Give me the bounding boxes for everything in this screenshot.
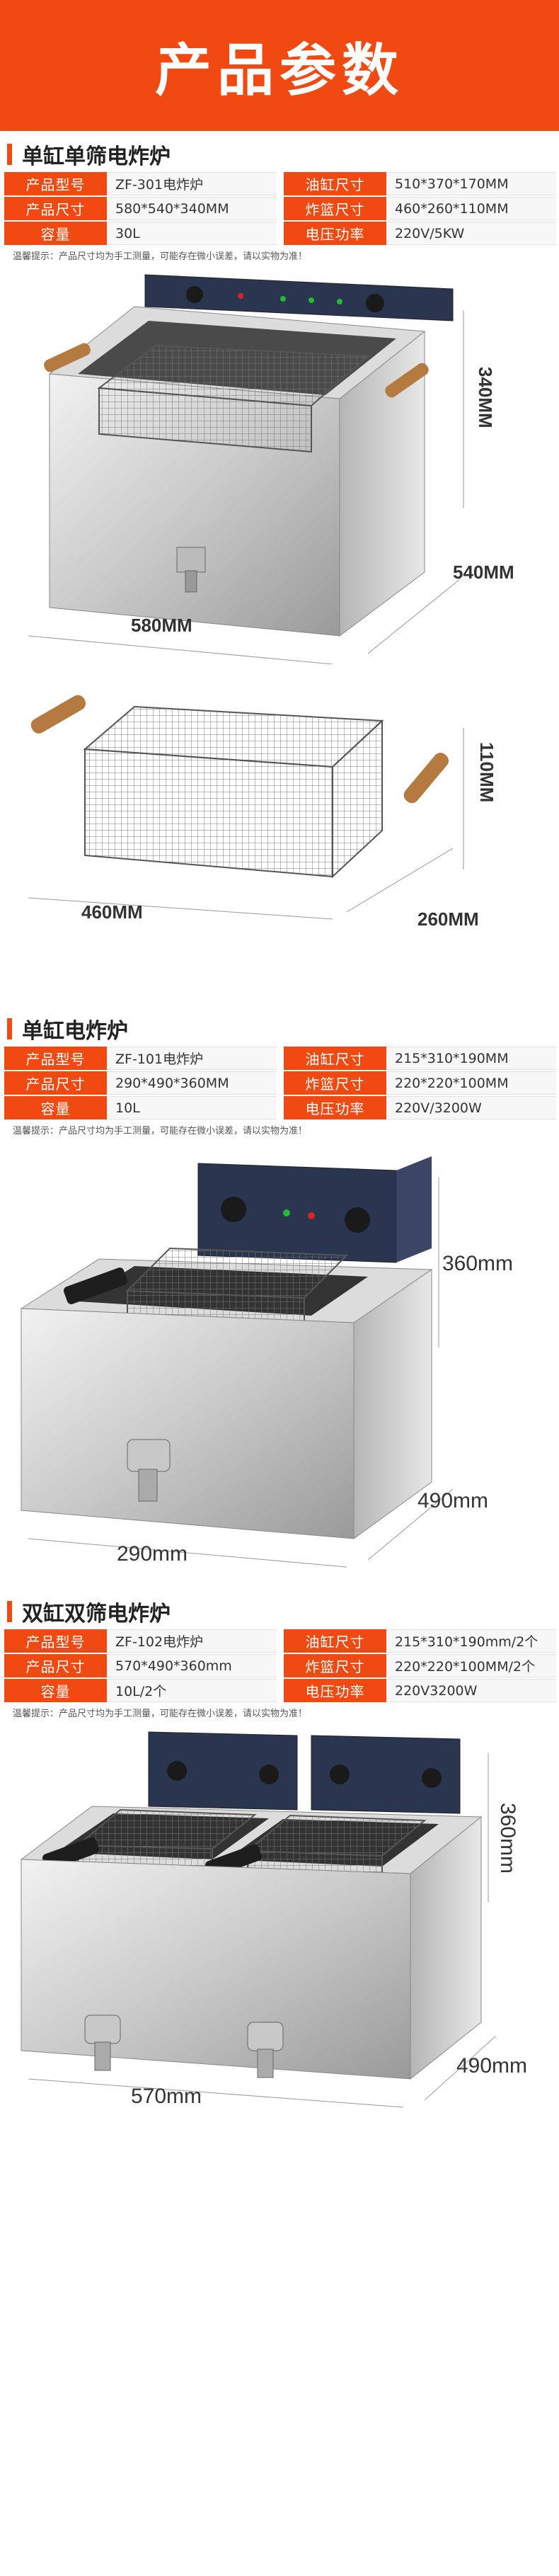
spec-label: 炸篮尺寸	[284, 1071, 386, 1095]
spec-label: 炸篮尺寸	[284, 197, 386, 220]
basket-illustration	[28, 695, 464, 920]
fryer-2-height-label: 360mm	[442, 1252, 514, 1275]
spec-value: 220V/3200W	[386, 1096, 556, 1119]
spec-label: 产品尺寸	[4, 1654, 107, 1677]
fryer-3-figure: 360mm 490mm 570mm	[0, 1725, 559, 2121]
fryer-2-figure: 360mm 490mm 290mm	[0, 1142, 559, 1581]
spec-label: 油缸尺寸	[284, 1047, 386, 1070]
spec-label: 产品型号	[4, 1047, 107, 1070]
notice-text: 温馨提示：产品尺寸均为手工测量，可能存在微小误差，请以实物为准！	[13, 1709, 308, 1719]
spec-label: 产品型号	[4, 172, 107, 195]
spec-row: 容量 10L 电压功率 220V/3200W	[4, 1096, 556, 1119]
section-bullet	[7, 144, 12, 165]
fryer-1-height-label: 340MM	[475, 367, 496, 428]
spec-label: 产品尺寸	[4, 1071, 107, 1095]
spec-label: 产品型号	[4, 1629, 107, 1653]
section-3-title: 双缸双筛电炸炉	[22, 1602, 171, 1626]
handle-icon	[30, 695, 86, 734]
spec-row: 产品尺寸 580*540*340MM 炸篮尺寸 460*260*110MM	[4, 197, 556, 220]
spec-value: 10L	[107, 1096, 277, 1119]
fryer-3-height-label: 360mm	[496, 1803, 519, 1874]
spec-label: 炸篮尺寸	[284, 1654, 386, 1677]
spec-label: 油缸尺寸	[284, 172, 386, 195]
spec-row: 容量 30L 电压功率 220V/5KW	[4, 222, 556, 245]
section-bullet	[7, 1018, 12, 1039]
spec-table-3: 产品型号 ZF-102电炸炉 油缸尺寸 215*310*190mm/2个 产品尺…	[4, 1629, 556, 1702]
spec-label: 电压功率	[284, 222, 386, 245]
spec-row: 产品尺寸 570*490*360mm 炸篮尺寸 220*220*100MM/2个	[4, 1654, 556, 1677]
notice-text: 温馨提示：产品尺寸均为手工测量，可能存在微小误差，请以实物为准！	[13, 251, 308, 262]
spec-value: 220V/5KW	[386, 222, 556, 245]
spec-label: 产品尺寸	[4, 197, 107, 220]
section-2-title: 单缸电炸炉	[22, 1019, 128, 1044]
spec-row: 产品型号 ZF-102电炸炉 油缸尺寸 215*310*190mm/2个	[4, 1629, 556, 1653]
knob-icon	[186, 286, 203, 303]
fryer-1-width-label: 580MM	[131, 615, 192, 636]
spec-value: 215*310*190mm/2个	[386, 1629, 556, 1653]
spec-value: 570*490*360mm	[107, 1654, 277, 1677]
spec-row: 产品尺寸 290*490*360MM 炸篮尺寸 220*220*100MM	[4, 1071, 556, 1095]
spec-value: ZF-102电炸炉	[107, 1629, 277, 1653]
fryer-2-illustration	[20, 1156, 454, 1568]
banner: 产品参数	[0, 0, 559, 131]
spec-value: 220*220*100MM/2个	[386, 1654, 556, 1677]
spec-value: 220*220*100MM	[386, 1071, 556, 1095]
basket-depth-label: 260MM	[417, 908, 479, 930]
section-bullet	[7, 1601, 12, 1622]
section-3-header: 双缸双筛电炸炉	[0, 1594, 559, 1629]
fryer-2-depth-label: 490mm	[417, 1489, 489, 1512]
section-1-header: 单缸单筛电炸炉	[0, 137, 559, 172]
section-2-header: 单缸电炸炉	[0, 1011, 559, 1047]
spec-value: 220V3200W	[386, 1679, 556, 1702]
banner-title: 产品参数	[155, 37, 404, 103]
spec-label: 油缸尺寸	[284, 1629, 386, 1653]
spec-table-2: 产品型号 ZF-101电炸炉 油缸尺寸 215*310*190MM 产品尺寸 2…	[4, 1047, 556, 1119]
spec-table-1: 产品型号 ZF-301电炸炉 油缸尺寸 510*370*170MM 产品尺寸 5…	[4, 172, 556, 245]
section-1-title: 单缸单筛电炸炉	[22, 144, 171, 169]
spec-value: 510*370*170MM	[386, 172, 556, 195]
spec-value: ZF-301电炸炉	[107, 172, 277, 195]
spec-value: 580*540*340MM	[107, 197, 277, 220]
spec-label: 容量	[4, 1679, 107, 1702]
spec-row: 产品型号 ZF-101电炸炉 油缸尺寸 215*310*190MM	[4, 1047, 556, 1070]
fryer-1-figure: 340MM 540MM 580MM	[0, 268, 559, 665]
spec-row: 容量 10L/2个 电压功率 220V3200W	[4, 1679, 556, 1702]
fryer-2-width-label: 290mm	[117, 1542, 188, 1566]
spec-value: 460*260*110MM	[386, 197, 556, 220]
basket-width-label: 460MM	[81, 901, 143, 923]
fryer-3-depth-label: 490mm	[456, 2054, 528, 2078]
notice-text: 温馨提示：产品尺寸均为手工测量，可能存在微小误差，请以实物为准！	[13, 1126, 308, 1136]
basket-figure: 110MM 260MM 460MM	[0, 664, 559, 997]
fryer-3-illustration	[20, 1731, 496, 2108]
fryer-1-illustration	[28, 274, 464, 665]
spec-value: 30L	[107, 222, 277, 245]
spec-value: 215*310*190MM	[386, 1047, 556, 1070]
spec-value: 290*490*360MM	[107, 1071, 277, 1095]
spec-label: 容量	[4, 1096, 107, 1119]
spec-value: 10L/2个	[107, 1679, 277, 1702]
spec-label: 电压功率	[284, 1679, 386, 1702]
spec-row: 产品型号 ZF-301电炸炉 油缸尺寸 510*370*170MM	[4, 172, 556, 195]
fryer-3-width-label: 570mm	[131, 2085, 202, 2108]
spec-label: 电压功率	[284, 1096, 386, 1119]
fryer-1-depth-label: 540MM	[453, 562, 514, 583]
spec-value: ZF-101电炸炉	[107, 1047, 277, 1070]
spec-label: 容量	[4, 222, 107, 245]
basket-height-label: 110MM	[476, 742, 497, 803]
